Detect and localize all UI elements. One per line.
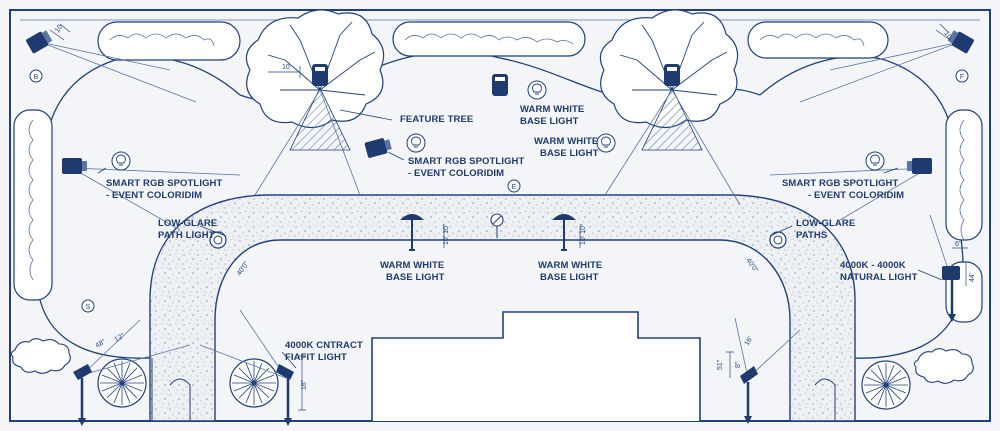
marker-s: S bbox=[81, 299, 95, 313]
svg-text:10' 10": 10' 10" bbox=[443, 223, 450, 245]
ornamental-shrub-3 bbox=[861, 360, 911, 410]
marker-b: B bbox=[29, 69, 43, 83]
svg-text:NATURAL LIGHT: NATURAL LIGHT bbox=[840, 272, 918, 283]
svg-text:40'0": 40'0" bbox=[744, 257, 759, 274]
spotlight-top-right bbox=[947, 30, 974, 54]
shrub-bed-top-center bbox=[392, 21, 586, 57]
center-fixture-marker bbox=[490, 213, 504, 238]
svg-text:BASE LIGHT: BASE LIGHT bbox=[540, 272, 599, 283]
spotlight-top-left bbox=[26, 30, 53, 54]
svg-text:16": 16" bbox=[301, 379, 308, 390]
svg-text:6": 6" bbox=[955, 241, 962, 248]
stake-light-natural bbox=[942, 266, 960, 322]
marker-e: E bbox=[507, 179, 521, 193]
svg-text:10: 10 bbox=[54, 24, 64, 34]
label-rgb-center: SMART RGB SPOTLIGHT - EVENT COLORIDIM bbox=[408, 156, 525, 179]
ornamental-shrub-1 bbox=[97, 358, 147, 408]
label-low-glare-right: LOW-GLARE PATHS bbox=[796, 218, 855, 241]
uplight-tree-right bbox=[664, 64, 680, 86]
path-light-right bbox=[552, 214, 576, 251]
svg-text:- EVENT COLORIDIM: - EVENT COLORIDIM bbox=[808, 190, 904, 201]
svg-text:FIAFIT LIGHT: FIAFIT LIGHT bbox=[285, 352, 347, 363]
svg-text:10: 10 bbox=[942, 30, 952, 40]
svg-text:44': 44' bbox=[969, 273, 976, 282]
svg-text:8": 8" bbox=[735, 361, 742, 368]
svg-text:BASE LIGHT: BASE LIGHT bbox=[386, 272, 445, 283]
shrub-bed-left bbox=[13, 109, 53, 301]
svg-text:WARM WHITE: WARM WHITE bbox=[520, 104, 584, 115]
svg-text:16': 16' bbox=[744, 336, 755, 347]
beam-lines bbox=[39, 41, 961, 379]
ornamental-shrub-2 bbox=[229, 358, 279, 408]
svg-text:4000K - 4000K: 4000K - 4000K bbox=[840, 260, 906, 271]
marker-f: F bbox=[955, 69, 969, 83]
svg-text:4000K CNTRACT: 4000K CNTRACT bbox=[285, 340, 363, 351]
label-path-base-right: WARM WHITE BASE LIGHT bbox=[538, 260, 602, 283]
svg-text:LOW-GLARE: LOW-GLARE bbox=[796, 218, 855, 229]
stake-light-bottom-left bbox=[73, 364, 92, 426]
svg-text:S: S bbox=[86, 304, 91, 311]
svg-text:B: B bbox=[34, 74, 39, 81]
svg-text:12": 12" bbox=[114, 332, 127, 343]
shrub-bottom-right bbox=[913, 348, 974, 384]
svg-text:10' 10": 10' 10" bbox=[580, 223, 587, 245]
label-rgb-left: SMART RGB SPOTLIGHT - EVENT COLORIDIM bbox=[106, 178, 223, 201]
svg-text:PATH LIGHT: PATH LIGHT bbox=[158, 230, 215, 241]
svg-text:SMART RGB SPOTLIGHT: SMART RGB SPOTLIGHT bbox=[782, 178, 899, 189]
svg-text:BASE LIGHT: BASE LIGHT bbox=[520, 116, 579, 127]
svg-text:40'0": 40'0" bbox=[236, 260, 251, 277]
shrub-bed-right bbox=[945, 109, 983, 323]
uplight-tree-left bbox=[312, 64, 328, 86]
svg-text:WARM WHITE: WARM WHITE bbox=[380, 260, 444, 271]
svg-text:LOW-GLARE: LOW-GLARE bbox=[158, 218, 217, 229]
spotlight-rgb-center bbox=[364, 138, 392, 158]
label-warm-white-top: WARM WHITE BASE LIGHT bbox=[520, 104, 584, 127]
label-rgb-right: SMART RGB SPOTLIGHT - EVENT COLORIDIM bbox=[782, 178, 904, 201]
dimension-marks bbox=[49, 23, 968, 411]
label-natural-light: 4000K - 4000K NATURAL LIGHT bbox=[840, 260, 918, 283]
low-glare-marker-right bbox=[769, 231, 787, 249]
stake-light-bottom-right bbox=[740, 366, 758, 424]
svg-text:WARM WHITE: WARM WHITE bbox=[538, 260, 602, 271]
path-light-left bbox=[400, 214, 424, 251]
label-contract-light: 4000K CNTRACT FIAFIT LIGHT bbox=[285, 340, 363, 363]
svg-text:- EVENT COLORIDIM: - EVENT COLORIDIM bbox=[408, 168, 504, 179]
shrub-bed-top-left bbox=[97, 21, 241, 61]
spotlight-rgb-left bbox=[62, 158, 87, 174]
leader-lines bbox=[97, 109, 943, 369]
svg-text:- EVENT COLORIDIM: - EVENT COLORIDIM bbox=[106, 190, 202, 201]
shrub-bottom-left bbox=[10, 338, 71, 374]
label-warm-white-right: WARM WHITE BASE LIGHT bbox=[534, 136, 599, 159]
label-feature-tree: FEATURE TREE bbox=[400, 114, 473, 125]
svg-text:10: 10 bbox=[282, 64, 290, 71]
svg-text:SMART RGB SPOTLIGHT: SMART RGB SPOTLIGHT bbox=[408, 156, 525, 167]
svg-text:WARM WHITE: WARM WHITE bbox=[534, 136, 598, 147]
base-light-top bbox=[492, 74, 508, 96]
svg-text:FEATURE TREE: FEATURE TREE bbox=[400, 114, 473, 125]
spotlight-rgb-right bbox=[907, 158, 932, 174]
svg-text:E: E bbox=[512, 184, 517, 191]
svg-text:PATHS: PATHS bbox=[796, 230, 827, 241]
svg-text:SMART RGB SPOTLIGHT: SMART RGB SPOTLIGHT bbox=[106, 178, 223, 189]
svg-text:F: F bbox=[960, 74, 964, 81]
walkway bbox=[149, 194, 856, 422]
stake-light-bottom-center-left bbox=[276, 364, 294, 426]
svg-text:48": 48" bbox=[95, 338, 108, 349]
bulb-icon-far-right bbox=[865, 151, 885, 171]
svg-text:BASE LIGHT: BASE LIGHT bbox=[540, 148, 599, 159]
bulb-icon-top bbox=[527, 80, 547, 100]
bulb-icon-center bbox=[406, 133, 426, 153]
label-path-base-left: WARM WHITE BASE LIGHT bbox=[380, 260, 445, 283]
svg-text:51": 51" bbox=[717, 359, 724, 370]
bulb-icon-right bbox=[596, 133, 616, 153]
house-footprint bbox=[371, 311, 701, 421]
bulb-icon-left bbox=[111, 151, 131, 171]
shrub-bed-top-right bbox=[747, 21, 889, 59]
label-low-glare-left: LOW-GLARE PATH LIGHT bbox=[158, 218, 217, 241]
low-glare-marker-left bbox=[209, 231, 227, 249]
